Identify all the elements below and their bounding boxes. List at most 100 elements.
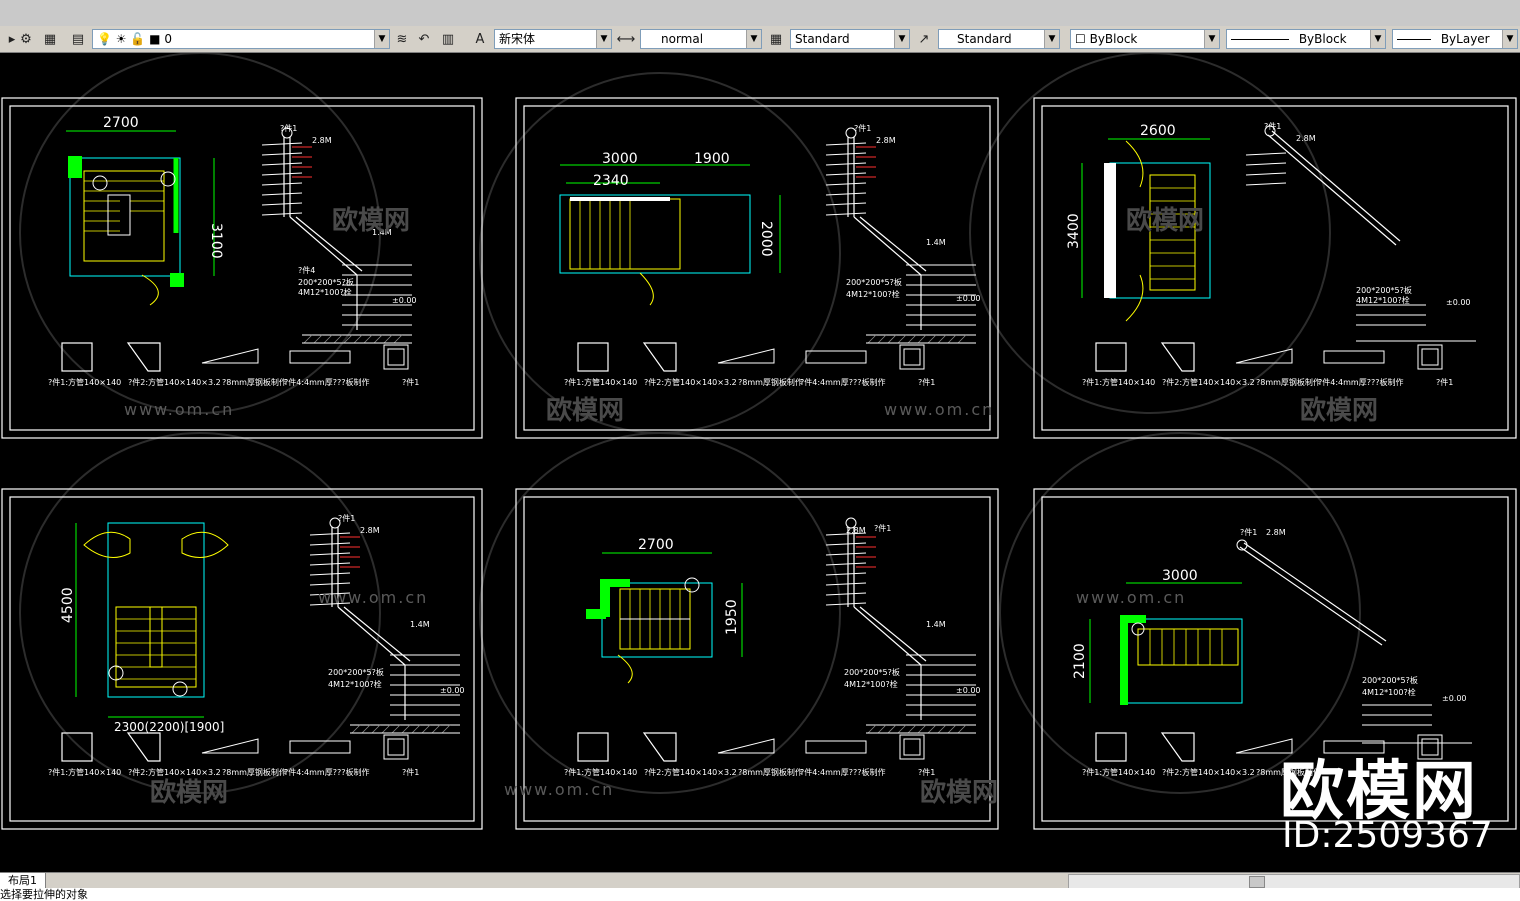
site-watermarks: www.om.cn www.om.cn www.om.cn www.om.cn … xyxy=(124,400,1184,799)
drawing-frames xyxy=(1,97,1517,830)
multileader-style-icon[interactable]: ↗ xyxy=(918,31,930,47)
svg-text:?件1:方管140×140: ?件1:方管140×140 xyxy=(564,767,637,777)
chevron-down-icon[interactable]: ▼ xyxy=(1204,30,1219,48)
table-style-icon[interactable]: ▦ xyxy=(769,31,783,47)
toolbar-grip-icon[interactable]: ▸ xyxy=(8,31,16,47)
chevron-down-icon[interactable]: ▼ xyxy=(894,30,909,48)
dim-top-b: 1900 xyxy=(694,151,730,167)
text-style-icon[interactable]: A xyxy=(475,31,485,47)
command-line[interactable]: 选择要拉伸的对象 xyxy=(0,888,1520,901)
svg-text:1.4M: 1.4M xyxy=(926,238,946,247)
lineweight-value: ByLayer xyxy=(1440,32,1490,46)
chevron-down-icon[interactable]: ▼ xyxy=(1502,30,1517,48)
svg-text:?件2:方管140×140×3.2: ?件2:方管140×140×3.2 xyxy=(1162,377,1255,387)
layer-color-icon: ■ xyxy=(149,32,161,46)
elevation-mid: 1.4M xyxy=(372,228,392,237)
svg-text:?件1: ?件1 xyxy=(1264,121,1281,131)
linetype-sample xyxy=(1231,39,1289,40)
svg-text:?8mm厚钢板制作: ?8mm厚钢板制作 xyxy=(222,377,287,387)
stair-detail-2[interactable]: ?件1 2.8M 1.4M ±0.00 200*200*5?板 4M12*100… xyxy=(825,123,981,344)
stair-detail-3[interactable]: ?件1 2.8M 200*200*5?板 4M12*100?栓 ±0.00 xyxy=(1245,121,1476,342)
text-style-combo[interactable]: 新宋体 ▼ xyxy=(494,29,612,49)
tab-layout1[interactable]: 布局1 xyxy=(0,873,46,889)
svg-text:?件1: ?件1 xyxy=(402,767,419,777)
brand-watermark-large: 欧模网 xyxy=(1280,755,1478,829)
parts-row-2[interactable]: ?件1:方管140×140 ?件2:方管140×140×3.2 ?8mm厚钢板制… xyxy=(564,342,935,387)
svg-text:欧模网: 欧模网 xyxy=(1126,205,1204,236)
svg-text:?8mm厚钢板制作: ?8mm厚钢板制作 xyxy=(1256,767,1321,777)
svg-text:?件4:4mm厚???板制作: ?件4:4mm厚???板制作 xyxy=(800,377,885,387)
dim-style-icon[interactable]: ⟷ xyxy=(616,31,636,47)
stair-plan-6[interactable]: 3000 2100 xyxy=(1072,568,1243,705)
dim-style-combo[interactable]: normal ▼ xyxy=(640,29,762,49)
lineweight-combo[interactable]: ByLayer ▼ xyxy=(1392,29,1518,49)
dim-top: 2600 xyxy=(1140,123,1176,139)
svg-text:200*200*5?板: 200*200*5?板 xyxy=(844,667,900,677)
chevron-down-icon[interactable]: ▼ xyxy=(1370,30,1385,48)
elevation-base: ±0.00 xyxy=(392,296,417,305)
layout-tab-bar: 布局1 xyxy=(0,872,1520,889)
layer-manager-icon[interactable]: ▤ xyxy=(71,31,85,47)
horizontal-scrollbar[interactable] xyxy=(1068,874,1520,889)
chevron-down-icon[interactable]: ▼ xyxy=(596,30,611,48)
layer-properties-icon[interactable]: ⚙ xyxy=(20,31,32,47)
chevron-down-icon[interactable]: ▼ xyxy=(746,30,761,48)
svg-text:欧模网: 欧模网 xyxy=(1300,395,1378,426)
brand-watermarks: 欧模网 欧模网 欧模网 欧模网 欧模网 欧模网 xyxy=(150,205,1378,808)
make-current-icon[interactable]: ≋ xyxy=(396,31,408,47)
parts-row-5[interactable]: ?件1:方管140×140 ?件2:方管140×140×3.2 ?8mm厚钢板制… xyxy=(564,732,935,777)
svg-text:?件4:4mm厚???板制作: ?件4:4mm厚???板制作 xyxy=(284,377,369,387)
svg-text:2.8M: 2.8M xyxy=(1296,134,1316,143)
svg-text:欧模网: 欧模网 xyxy=(546,395,624,426)
layer-isolate-icon[interactable]: ▥ xyxy=(441,31,455,47)
svg-text:4M12*100?栓: 4M12*100?栓 xyxy=(844,679,898,689)
stair-detail-5[interactable]: 2.8M ?件1 1.4M 200*200*5?板 4M12*100?栓 ±0.… xyxy=(825,517,981,734)
dim-top: 2700 xyxy=(638,537,674,553)
svg-text:www.om.cn: www.om.cn xyxy=(504,780,614,799)
stair-detail-1[interactable]: ?件1 2.8M 1.4M ±0.00 ?件4 200*200*5?板 4M12… xyxy=(261,123,417,344)
svg-text:?件1: ?件1 xyxy=(1240,527,1257,537)
svg-text:www.om.cn: www.om.cn xyxy=(884,400,994,419)
detail-item4: ?件4 xyxy=(298,265,315,275)
drawing-svg[interactable]: ?件1:方管140×140 2700 3100 xyxy=(0,52,1520,872)
chevron-down-icon[interactable]: ▼ xyxy=(374,30,389,48)
linetype-value: ByBlock xyxy=(1298,32,1347,46)
svg-text:±0.00: ±0.00 xyxy=(1446,298,1471,307)
svg-text:2.8M: 2.8M xyxy=(876,136,896,145)
svg-text:1.4M: 1.4M xyxy=(926,620,946,629)
drawing-canvas[interactable]: ?件1:方管140×140 2700 3100 xyxy=(0,52,1520,872)
svg-text:?件2:方管140×140×3.2: ?件2:方管140×140×3.2 xyxy=(128,767,221,777)
svg-text:4M12*100?栓: 4M12*100?栓 xyxy=(1362,687,1416,697)
scrollbar-thumb[interactable] xyxy=(1249,876,1265,888)
parts-row-4[interactable]: ?件1:方管140×140 ?件2:方管140×140×3.2 ?8mm厚钢板制… xyxy=(48,732,419,777)
stair-plan-3[interactable]: 2600 3400 xyxy=(1066,123,1211,322)
parts-row-6[interactable]: ?件1:方管140×140 ?件2:方管140×140×3.2 ?8mm厚钢板制… xyxy=(1082,732,1443,777)
stair-plan-4[interactable]: 4500 2300(2200)[1900] xyxy=(60,522,229,734)
stair-detail-6[interactable]: ?件1 2.8M 200*200*5?板 4M12*100?栓 ±0.00 xyxy=(1236,527,1472,744)
parts-row-1[interactable]: ?件1:方管140×140 ?件2:方管140×140×3.2 ?8mm厚钢板制… xyxy=(48,342,419,387)
table-style-combo[interactable]: Standard ▼ xyxy=(790,29,910,49)
multileader-style-combo[interactable]: Standard ▼ xyxy=(938,29,1060,49)
svg-text:4M12*100?栓: 4M12*100?栓 xyxy=(846,289,900,299)
dim-side: 1950 xyxy=(724,599,740,635)
dim-side: 3100 xyxy=(208,223,224,259)
stair-plan-1[interactable]: 2700 3100 xyxy=(66,115,224,306)
svg-text:?件2:方管140×140×3.2: ?件2:方管140×140×3.2 xyxy=(1162,767,1255,777)
layer-previous-icon[interactable]: ↶ xyxy=(418,31,430,47)
stair-detail-4[interactable]: ?件1 2.8M 1.4M 200*200*5?板 4M12*100?栓 ±0.… xyxy=(309,513,465,734)
dim-side: 3400 xyxy=(1066,213,1082,249)
svg-text:?件4:4mm厚???板制作: ?件4:4mm厚???板制作 xyxy=(800,767,885,777)
linetype-combo[interactable]: ByBlock ▼ xyxy=(1226,29,1386,49)
svg-text:±0.00: ±0.00 xyxy=(440,686,465,695)
layer-combo[interactable]: 💡 ☀ 🔓 ■ 0 ▼ xyxy=(92,29,390,49)
layer-value: 0 xyxy=(164,32,172,46)
color-combo[interactable]: ☐ ByBlock ▼ xyxy=(1070,29,1220,49)
stair-plan-5[interactable]: 2700 1950 xyxy=(586,537,743,684)
stair-plan-2[interactable]: 3000 1900 2340 2000 xyxy=(559,151,781,306)
parts-row-3[interactable]: ?件1:方管140×140 ?件2:方管140×140×3.2 ?8mm厚钢板制… xyxy=(1082,342,1453,387)
svg-text:200*200*5?板: 200*200*5?板 xyxy=(1362,675,1418,685)
dim-side: 2100 xyxy=(1072,643,1088,679)
svg-text:?件1: ?件1 xyxy=(402,377,419,387)
layer-state-icon[interactable]: ▦ xyxy=(43,31,57,47)
chevron-down-icon[interactable]: ▼ xyxy=(1044,30,1059,48)
